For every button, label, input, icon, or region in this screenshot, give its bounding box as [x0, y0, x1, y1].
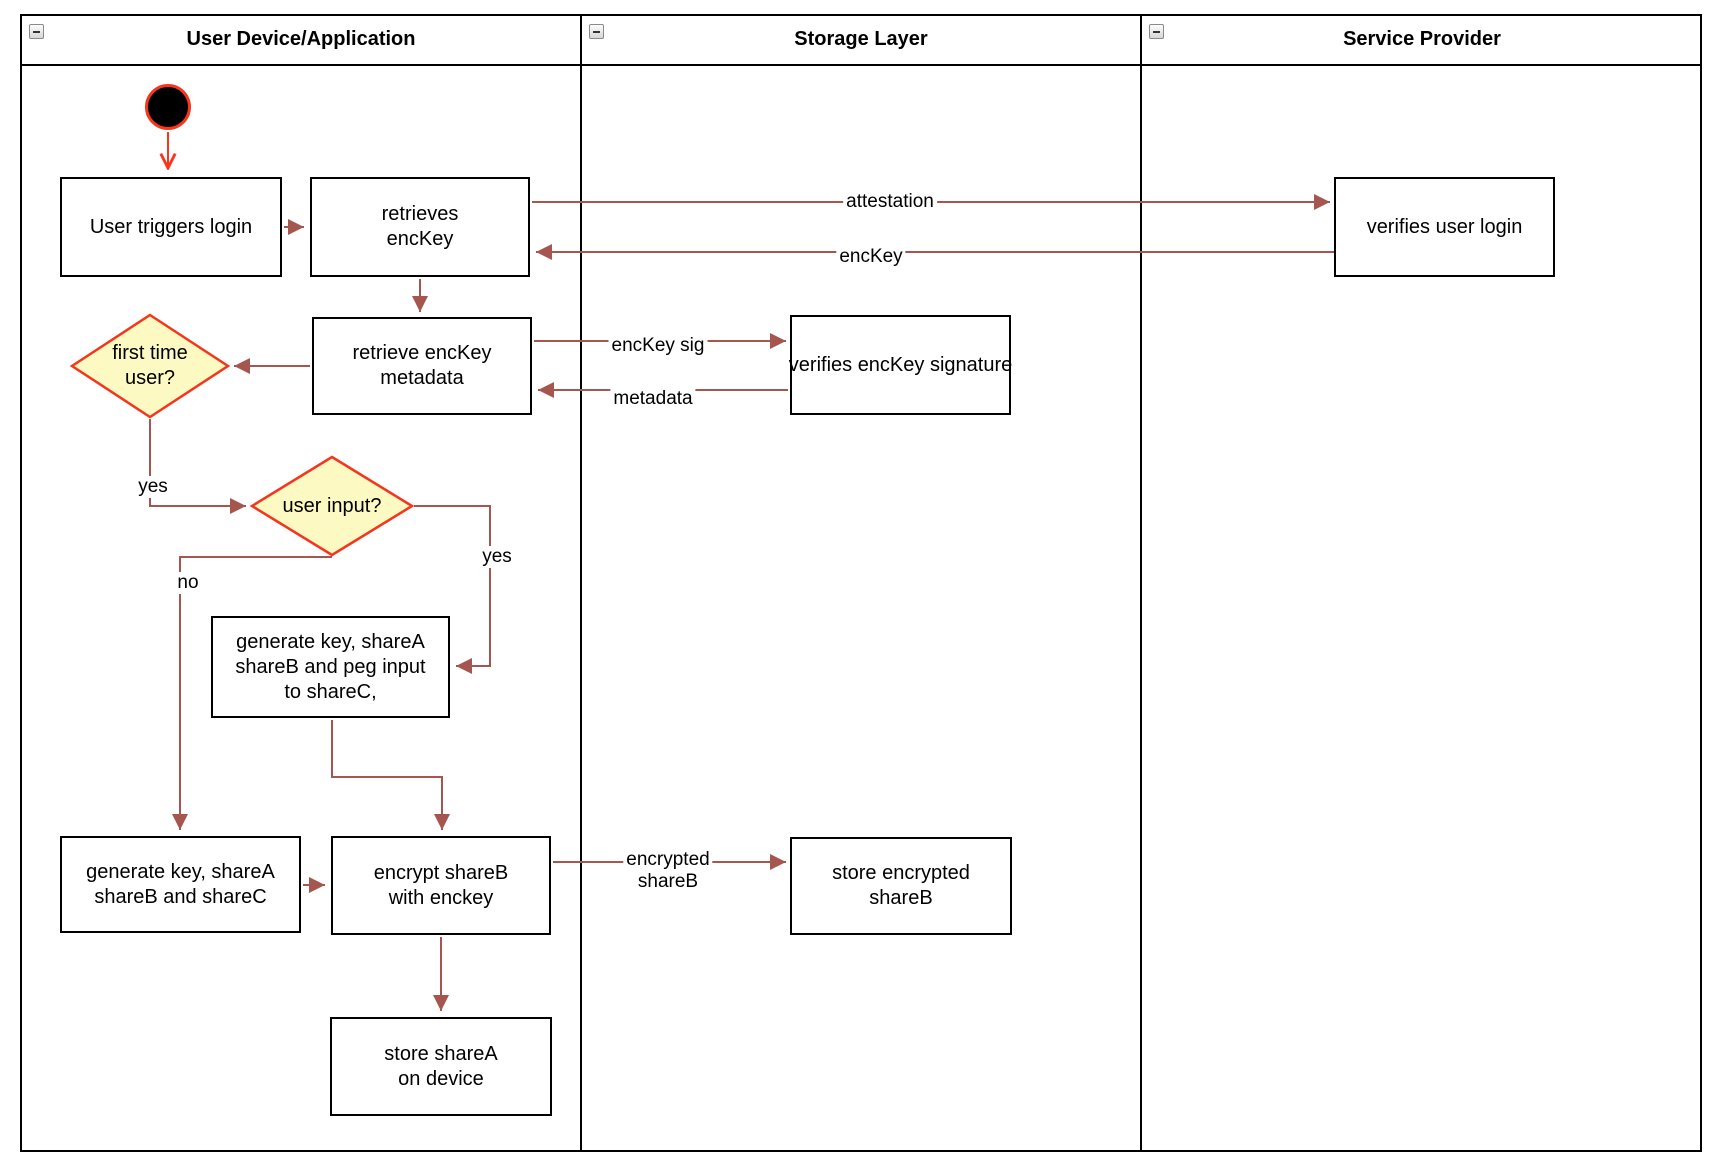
box-store-sharea-on-device[interactable]: store shareA on device [330, 1017, 552, 1116]
lane-title-storage-layer[interactable]: Storage Layer [794, 27, 928, 50]
collapse-lane-icon[interactable] [29, 24, 44, 39]
decision-first-time-user-label: first time user? [112, 342, 188, 389]
edge-label-enckey-sig: encKey sig [608, 335, 708, 357]
edge-label-attestation: attestation [843, 191, 937, 213]
edge-label-metadata: metadata [610, 388, 696, 410]
edge-label-no-user-input: no [174, 572, 202, 594]
box-store-encrypted-shareb[interactable]: store encrypted shareB [790, 837, 1012, 935]
edge-label-enckey: encKey [836, 246, 906, 268]
box-retrieve-enckey-metadata[interactable]: retrieve encKey metadata [312, 317, 532, 415]
lane-divider-2 [1140, 14, 1142, 1152]
box-generate-key-abc[interactable]: generate key, shareA shareB and shareC [60, 836, 301, 933]
box-retrieves-enckey[interactable]: retrieves encKey [310, 177, 530, 277]
edge-first-time-yes [149, 419, 246, 514]
decision-first-time-user[interactable] [69, 313, 231, 419]
collapse-lane-icon[interactable] [589, 24, 604, 39]
decision-user-input[interactable] [249, 455, 415, 557]
edge-user-input-yes [414, 505, 491, 674]
collapse-lane-icon[interactable] [1149, 24, 1164, 39]
box-encrypt-shareb[interactable]: encrypt shareB with enckey [331, 836, 551, 935]
edge-label-yes-first-time: yes [135, 476, 171, 498]
lane-title-user-device[interactable]: User Device/Application [186, 27, 416, 50]
box-generate-key-peg-input[interactable]: generate key, shareA shareB and peg inpu… [211, 616, 450, 718]
start-node[interactable] [145, 84, 191, 130]
box-user-triggers-login[interactable]: User triggers login [60, 177, 282, 277]
edge-user-input-no [172, 556, 332, 830]
lane-header-divider [20, 64, 1702, 66]
edge-peg-to-encrypt [331, 720, 450, 830]
edge-label-yes-user-input: yes [479, 546, 515, 568]
lane-title-service-provider[interactable]: Service Provider [1343, 27, 1501, 50]
box-verifies-enckey-signature[interactable]: verifies encKey signature [789, 315, 1012, 415]
box-verifies-user-login[interactable]: verifies user login [1334, 177, 1555, 277]
decision-user-input-label: user input? [282, 494, 382, 517]
lane-divider-1 [580, 14, 582, 1152]
edge-label-encrypted-shareb: encrypted shareB [623, 849, 713, 893]
